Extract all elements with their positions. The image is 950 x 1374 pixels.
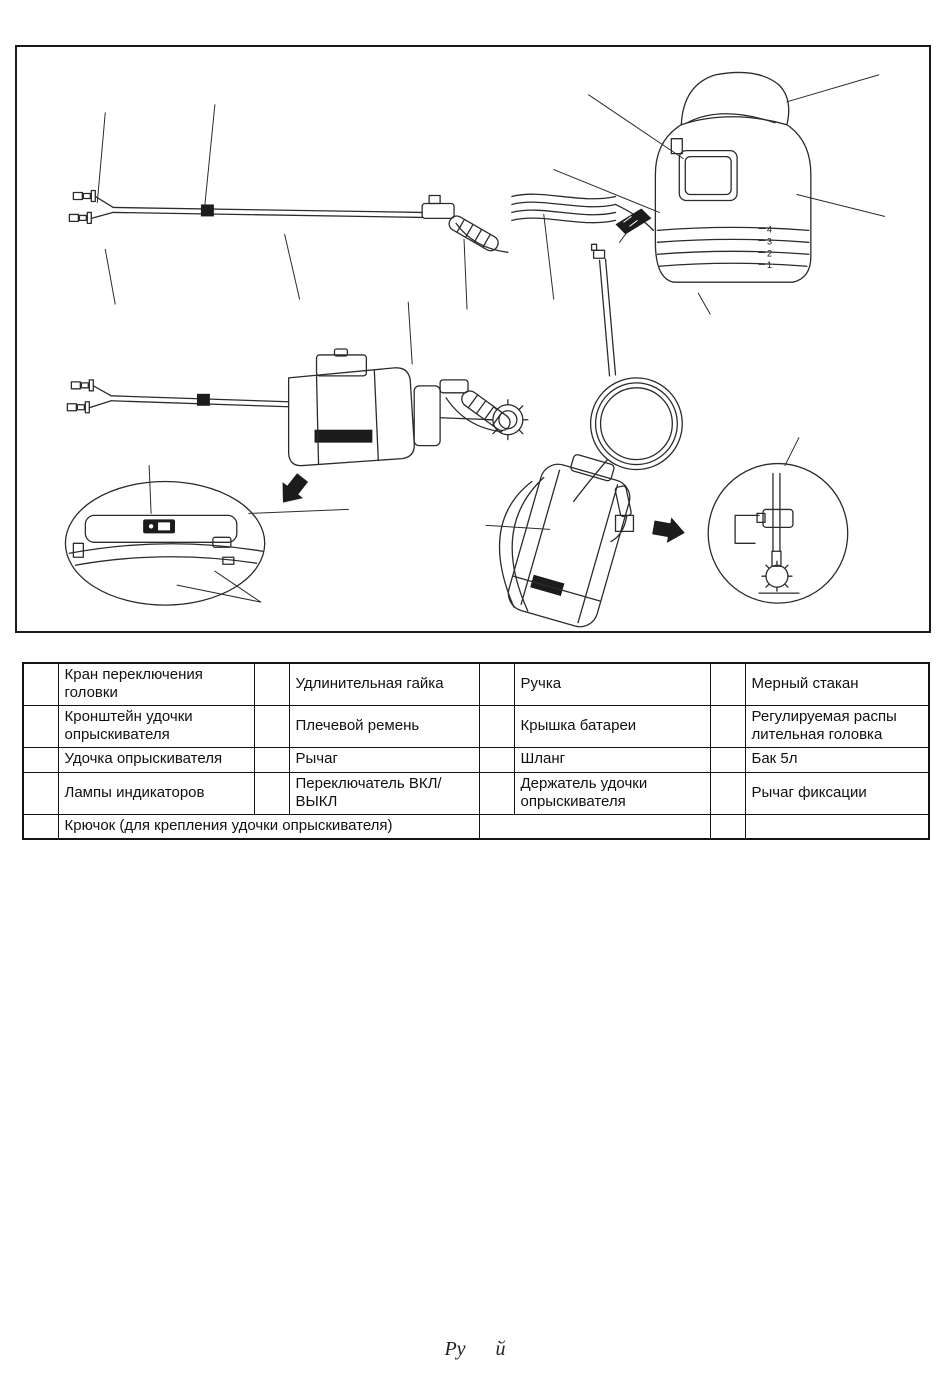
spray-wand-drawing <box>68 189 655 253</box>
part-number-cell <box>709 704 746 748</box>
parts-diagram: 4 3 2 1 <box>64 71 886 628</box>
part-name-cell: Плечевой ремень <box>288 704 480 748</box>
part-name-cell: Шланг <box>513 746 711 773</box>
part-number-cell <box>22 704 59 748</box>
footer-language-label: Ру й <box>444 1338 506 1360</box>
part-number-cell <box>709 771 746 815</box>
part-name-cell: Переключатель ВКЛ/ВЫКЛ <box>288 771 480 815</box>
diagram-frame: 4 3 2 1 <box>15 45 931 633</box>
part-number-cell <box>22 662 59 706</box>
part-name-cell: Крючок (для крепления удочки опрыскивате… <box>57 813 480 840</box>
part-number-cell <box>478 746 515 773</box>
part-name-cell: Удочка опрыскивателя <box>57 746 255 773</box>
pump-unit-drawing <box>66 348 529 467</box>
svg-text:1: 1 <box>767 260 772 270</box>
part-number-cell <box>709 746 746 773</box>
table-row: Лампы индикаторов Переключатель ВКЛ/ВЫКЛ… <box>22 771 930 815</box>
part-name-cell: Рычаг <box>288 746 480 773</box>
backpack-unit-drawing <box>654 71 812 283</box>
part-name-cell: Кронштейн удочки опрыскивателя <box>57 704 255 748</box>
part-name-cell: Ручка <box>513 662 711 706</box>
part-name-cell: Лампы индикаторов <box>57 771 255 815</box>
part-number-cell <box>253 662 290 706</box>
table-row: Кран переключения головки Удлинительная … <box>22 662 930 706</box>
part-name-cell: Рычаг фиксации <box>744 771 930 815</box>
part-name-cell: Крышка батареи <box>513 704 711 748</box>
lance-holder-detail-drawing <box>707 462 849 604</box>
part-number-cell <box>22 813 59 840</box>
part-number-cell <box>709 662 746 706</box>
part-number-cell <box>253 771 290 815</box>
part-number-cell <box>478 704 515 748</box>
part-number-cell <box>253 704 290 748</box>
part-name-cell: Бак 5л <box>744 746 930 773</box>
table-row: Крючок (для крепления удочки опрыскивате… <box>22 813 930 840</box>
table-row: Удочка опрыскивателя Рычаг Шланг Бак 5л <box>22 746 930 773</box>
parts-table: Кран переключения головки Удлинительная … <box>22 662 930 841</box>
empty-cell <box>744 813 930 840</box>
svg-text:4: 4 <box>767 224 772 234</box>
part-number-cell <box>253 746 290 773</box>
hook-part-drawing <box>615 208 652 243</box>
part-number-cell <box>22 771 59 815</box>
empty-cell <box>709 813 746 840</box>
part-name-cell: Удлинительная гайка <box>288 662 480 706</box>
part-name-cell: Держатель удочки опрыскивателя <box>513 771 711 815</box>
direction-arrow-down-left <box>282 473 309 503</box>
part-number-cell <box>478 662 515 706</box>
part-name-cell: Мерный стакан <box>744 662 930 706</box>
tank-unit-drawing <box>498 243 683 628</box>
part-name-cell: Кран переключения головки <box>57 662 255 706</box>
callout-leader-lines <box>96 74 886 603</box>
part-name-cell: Регулируемая распы лительная головка <box>744 704 930 748</box>
direction-arrow-right <box>652 517 685 543</box>
table-row: Кронштейн удочки опрыскивателя Плечевой … <box>22 704 930 748</box>
svg-text:2: 2 <box>767 248 772 258</box>
tank-scale-marks: 4 3 2 1 <box>767 224 772 270</box>
part-number-cell <box>22 746 59 773</box>
empty-cell <box>478 813 711 840</box>
svg-text:3: 3 <box>767 236 772 246</box>
part-number-cell <box>478 771 515 815</box>
pump-top-detail-drawing <box>64 480 266 606</box>
